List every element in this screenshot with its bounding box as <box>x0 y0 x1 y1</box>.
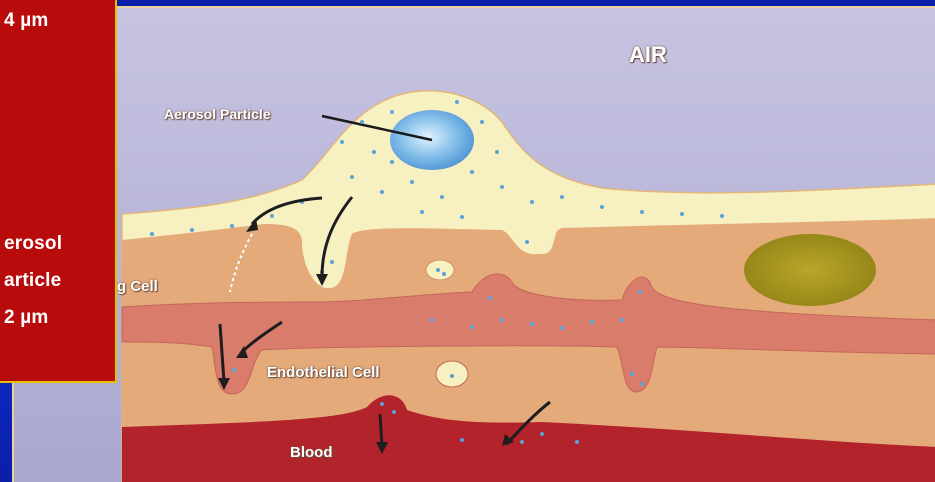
red-info-panel: 4 µm erosol article 2 µm <box>0 0 117 383</box>
lung-diagram: AIR Aerosol Particle g Cell Endothelial … <box>12 6 935 482</box>
panel-size-bottom: 2 µm <box>4 307 49 329</box>
arrow-5 <box>380 414 382 446</box>
blood-label: Blood <box>290 444 333 461</box>
panel-size-top: 4 µm <box>4 10 49 32</box>
lung-cell-label: g Cell <box>117 278 158 295</box>
aerosol-particle-label: Aerosol Particle <box>164 106 271 122</box>
endothelial-cell-label: Endothelial Cell <box>267 364 380 381</box>
panel-line-erosol: erosol <box>4 233 62 255</box>
lung-diagram-svg <box>12 6 935 482</box>
air-label: AIR <box>629 42 667 68</box>
panel-line-article: article <box>4 270 61 292</box>
cell-nucleus <box>744 234 876 306</box>
